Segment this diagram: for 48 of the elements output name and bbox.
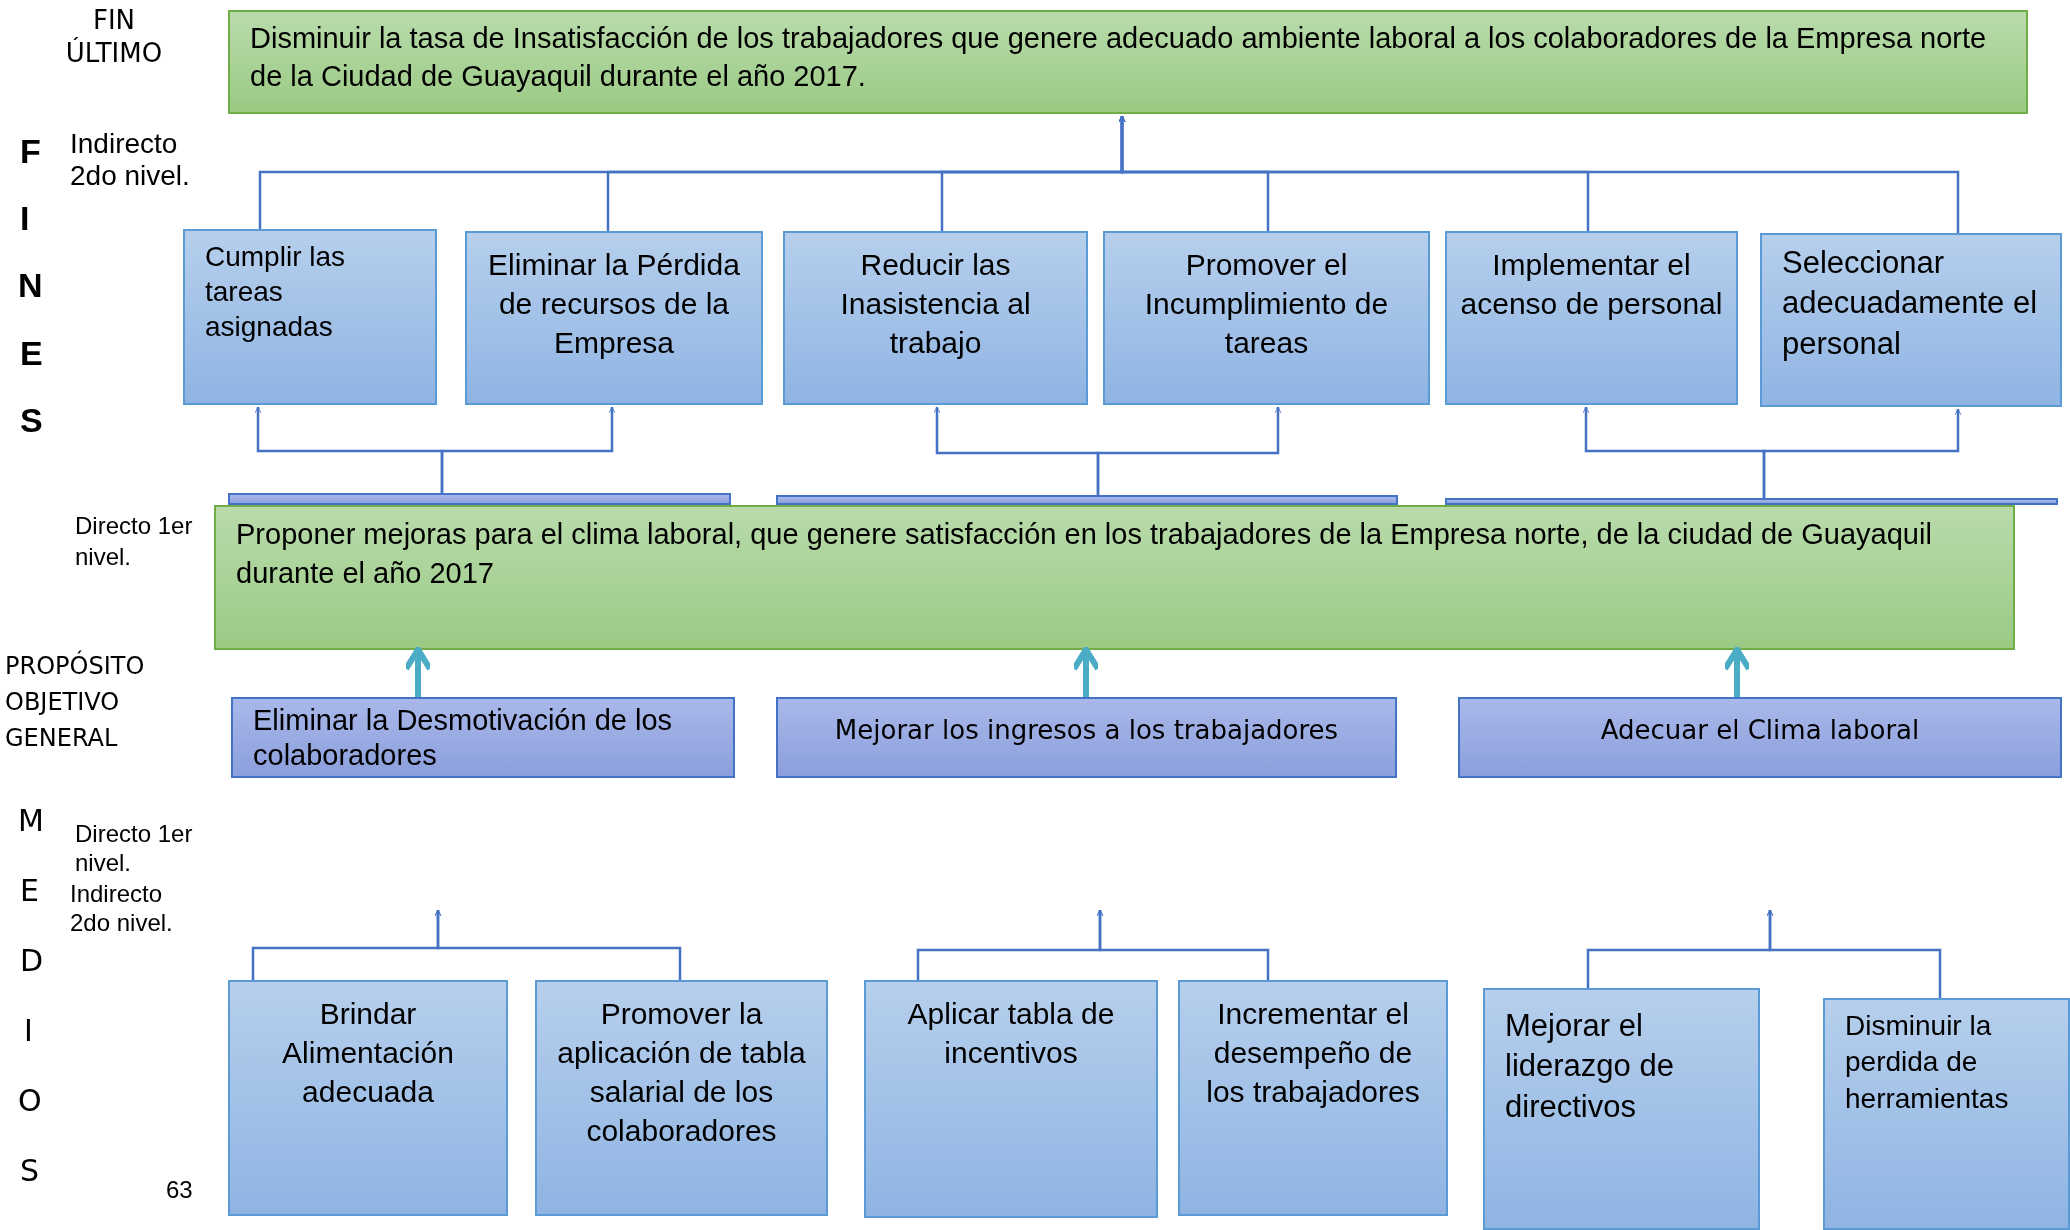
side-label: Indirecto 2do nivel. xyxy=(70,128,191,193)
cause-box: Adecuar el Clima laboral xyxy=(1458,697,2062,778)
side-label: S xyxy=(20,1152,40,1190)
cause-box: Brindar Alimentación adecuada xyxy=(228,980,508,1216)
arrow xyxy=(1071,646,1101,697)
cause-box: Incrementar el desempeño de los trabajadores xyxy=(1178,980,1448,1216)
empty-box xyxy=(1445,498,2058,505)
side-label: PROPÓSITO OBJETIVO GENERAL xyxy=(5,649,146,754)
arrow xyxy=(434,909,682,980)
side-label: O xyxy=(18,1082,42,1120)
arrow xyxy=(1118,115,1960,233)
empty-box xyxy=(228,493,731,505)
side-label: F xyxy=(20,131,41,172)
arrow xyxy=(1722,646,1752,697)
side-label: I xyxy=(24,1012,33,1050)
cause-box: Promover la aplicación de tabla salarial de los colaboradores xyxy=(535,980,828,1216)
side-label: E xyxy=(20,333,43,374)
cause-box: Disminuir la perdida de herramientas xyxy=(1823,998,2070,1230)
cause-box: Eliminar la Desmotivación de los colaboradores xyxy=(231,697,735,778)
side-label: M xyxy=(18,802,44,840)
cause-box: Implementar el acenso de personal xyxy=(1445,231,1738,405)
arrow xyxy=(1766,909,1942,998)
side-label: N xyxy=(18,265,43,306)
arrow xyxy=(440,406,616,493)
cause-box: Mejorar el liderazgo de directivos xyxy=(1483,988,1760,1230)
arrow xyxy=(1096,406,1282,495)
objective-box: Disminuir la tasa de Insatisfacción de los trabajadores que genere adecuado ambiente laboral a los colaboradores de la Empresa norte de la Ciudad de Guayaquil durante el año 2017. xyxy=(228,10,2028,114)
empty-box xyxy=(776,495,1398,505)
side-label: D xyxy=(20,942,44,980)
side-label: I xyxy=(20,198,30,239)
arrow xyxy=(403,646,433,697)
arrow xyxy=(1762,408,1962,498)
cause-box: Reducir las Inasistencia al trabajo xyxy=(783,231,1088,405)
cause-box: Promover el Incumplimiento de tareas xyxy=(1103,231,1430,405)
side-label: Directo 1er nivel. xyxy=(75,511,194,573)
cause-box: Cumplir las tareas asignadas xyxy=(183,229,437,405)
side-label: 63 xyxy=(166,1175,193,1205)
side-label: Indirecto 2do nivel. xyxy=(70,880,174,938)
cause-box: Mejorar los ingresos a los trabajadores xyxy=(776,697,1397,778)
side-label: S xyxy=(20,400,43,441)
cause-box: Seleccionar adecuadamente el personal xyxy=(1760,233,2062,407)
cause-box: Aplicar tabla de incentivos xyxy=(864,980,1158,1218)
cause-box: Eliminar la Pérdida de recursos de la Empresa xyxy=(465,231,763,405)
side-label: E xyxy=(20,872,39,910)
arrow xyxy=(1096,909,1270,980)
side-label: Directo 1er nivel. xyxy=(75,820,194,878)
objective-box: Proponer mejoras para el clima laboral, que genere satisfacción en los trabajadores de la Empresa norte, de la ciudad de Guayaquil durante el año 2017 xyxy=(214,505,2015,650)
side-label: FIN ÚLTIMO xyxy=(64,4,164,69)
